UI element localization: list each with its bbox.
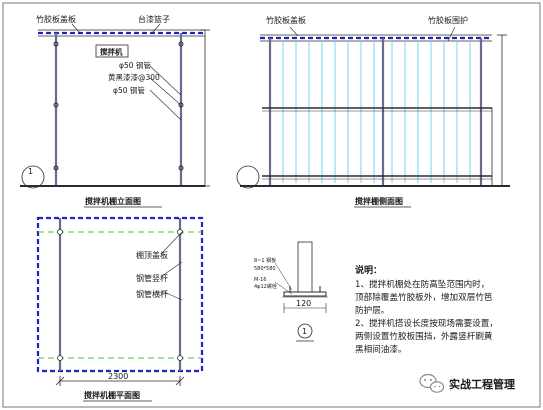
elevation-mixer-box: [95, 44, 129, 58]
detail-marker: 1: [302, 327, 307, 336]
elevation-label-cover: 竹胶板盖板: [36, 14, 76, 24]
detail-note-a: 8~1 钢板: [254, 257, 276, 264]
side-title: 搅拌棚侧面图: [355, 196, 403, 206]
detail-steel-pipe: [297, 241, 313, 293]
elevation-view: 竹胶板盖板 台漆篮子 搅拌机 φ50 钢管 黄黑漆漆@300 φ50 钢管 1 …: [20, 14, 210, 208]
detail-dimension: 120: [296, 299, 311, 308]
watermark-text: 实战工程管理: [449, 377, 515, 391]
elevation-label-pipe2: φ50 钢管: [113, 85, 145, 95]
elevation-title: 搅拌机棚立面图: [85, 196, 141, 206]
plan-label-horizontal: 钢管横杆: [136, 289, 168, 299]
detail-base-plate: [283, 291, 327, 297]
elevation-label-pipe1: φ50 钢管: [119, 60, 151, 70]
watermark: 实战工程管理: [419, 373, 515, 393]
elevation-label-paint: 黄黑漆漆@300: [108, 72, 160, 82]
plan-label-roof: 棚顶盖板: [136, 250, 168, 260]
wechat-icon: [419, 373, 445, 393]
plan-roof-outline: [36, 216, 204, 373]
notes-line-3: 防护层。: [355, 304, 389, 316]
notes-line-1: 1、搅拌机棚处在防高坠范围内时，: [355, 278, 489, 290]
base-detail: 8~1 钢板 580*580 M-16 4φ12螺栓 120 1: [254, 241, 328, 342]
side-label-cover: 竹胶板盖板: [266, 15, 306, 25]
notes-line-4: 2、搅拌机搭设长度按现场需要设置，: [355, 317, 498, 329]
side-label-fence: 竹胶板围护: [428, 15, 468, 25]
elevation-label-platform: 台漆篮子: [138, 14, 170, 24]
side-fence-panels: [282, 41, 471, 183]
plan-dimension: 2300: [108, 372, 128, 381]
elevation-marker: 1: [28, 167, 33, 176]
notes-line-6: 黑相间油漆。: [355, 343, 407, 355]
detail-note-c: M-16: [254, 277, 266, 283]
plan-label-upright: 钢管竖杆: [136, 273, 168, 283]
elevation-label-box: 搅拌机: [100, 47, 123, 57]
notes-block: 说明： 1、搅拌机棚处在防高坠范围内时， 顶部除覆盖竹胶板外，增加双层竹笆 防护…: [355, 264, 498, 355]
side-view: 竹胶板盖板 竹胶板围护 搅拌棚侧面图: [236, 15, 510, 208]
notes-heading: 说明：: [355, 264, 382, 276]
notes-line-5: 两侧设置竹胶板围挡，外露竖杆刷黄: [355, 330, 493, 342]
plan-title: 搅拌机棚平面图: [84, 390, 140, 400]
detail-note-d: 4φ12螺栓: [254, 283, 277, 290]
notes-line-2: 顶部除覆盖竹胶板外，增加双层竹笆: [355, 291, 493, 303]
plan-view: 棚顶盖板 钢管竖杆 钢管横杆 2300 搅拌机棚平面图: [36, 216, 204, 402]
detail-note-b: 580*580: [254, 266, 276, 272]
